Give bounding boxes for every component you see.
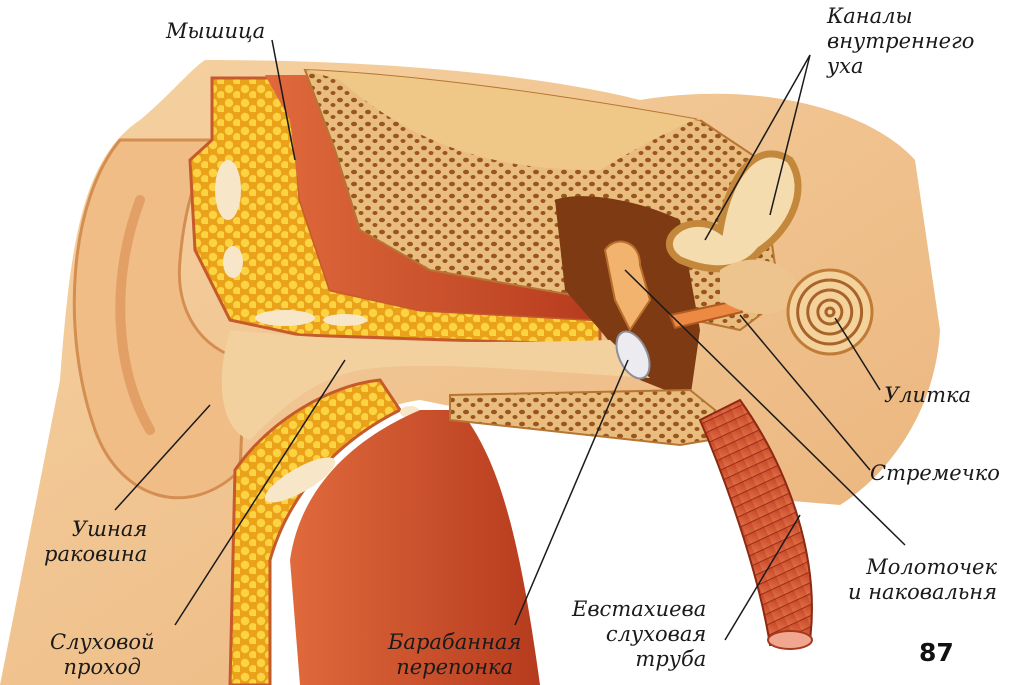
cartilage-piece	[223, 246, 243, 278]
label-line: Каналы	[827, 4, 974, 29]
cartilage-piece	[323, 314, 367, 326]
label-inner-ear-canals: Каналы внутреннего уха	[827, 4, 974, 79]
eustachian-tube-end	[768, 631, 812, 649]
label-auricle: Ушная раковина	[44, 517, 147, 567]
label-line: уха	[827, 54, 974, 79]
bone-lower	[450, 390, 715, 445]
label-line: Ушная	[44, 517, 147, 542]
label-line: раковина	[44, 542, 147, 567]
label-ear-canal: Слуховой проход	[50, 630, 155, 680]
label-line: слуховая	[572, 622, 706, 647]
label-line: проход	[50, 655, 155, 680]
cochlea-shape	[788, 270, 872, 354]
label-line: перепонка	[388, 655, 521, 680]
label-stirrup: Стремечко	[870, 461, 1000, 486]
label-line: внутреннего	[827, 29, 974, 54]
label-cochlea-text: Улитка	[884, 383, 971, 408]
label-eustachian-tube: Евстахиева слуховая труба	[572, 597, 706, 672]
label-line: и наковальня	[848, 580, 997, 605]
cartilage-piece	[255, 310, 315, 326]
cartilage-piece	[215, 160, 241, 220]
page-number: 87	[919, 638, 954, 667]
label-stirrup-text: Стремечко	[870, 461, 1000, 486]
label-line: Слуховой	[50, 630, 155, 655]
label-muscle-text: Мышица	[166, 19, 265, 44]
label-line: Молоточек	[848, 555, 997, 580]
label-eardrum: Барабанная перепонка	[388, 630, 521, 680]
label-line: труба	[572, 647, 706, 672]
label-muscle: Мышица	[166, 19, 265, 44]
label-malleus-incus: Молоточек и наковальня	[848, 555, 997, 605]
label-line: Евстахиева	[572, 597, 706, 622]
label-line: Барабанная	[388, 630, 521, 655]
label-cochlea: Улитка	[884, 383, 971, 408]
